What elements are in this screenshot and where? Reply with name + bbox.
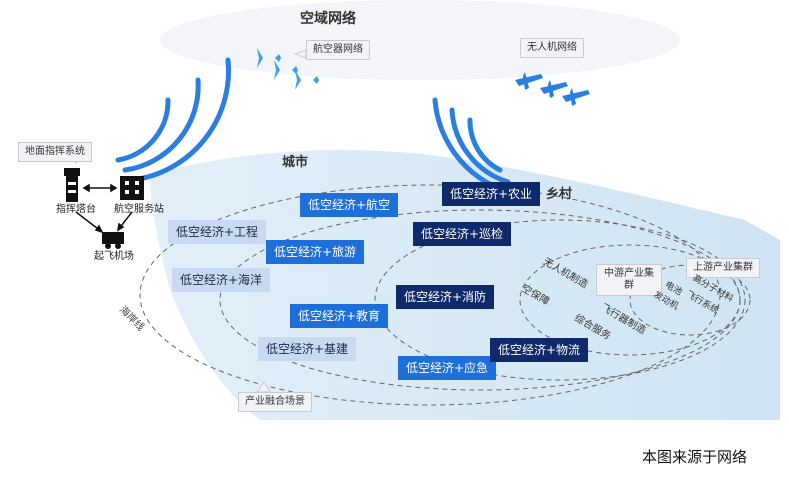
tile-firefighting: 低空经济+消防: [396, 285, 495, 310]
industry-scene-callout: 产业融合场景: [238, 392, 312, 412]
rural-label: 乡村: [546, 187, 573, 202]
sky-haze: [160, 0, 680, 80]
station-label: 航空服务站: [114, 204, 164, 215]
tile-tourism: 低空经济+旅游: [266, 240, 365, 265]
airport-icon: [102, 232, 124, 249]
signal-waves-left: [115, 57, 232, 183]
tile-logistics: 低空经济+物流: [490, 338, 589, 363]
drone-icons: [515, 72, 590, 106]
aircraft-network-callout: 航空器网络: [306, 40, 370, 60]
upstream-callout: 上游产业集群: [686, 258, 760, 278]
city-label: 城市: [282, 155, 309, 170]
tile-infrastructure: 低空经济+基建: [258, 337, 357, 362]
tile-emergency: 低空经济+应急: [398, 356, 497, 381]
tower-label: 指挥塔台: [56, 204, 96, 215]
tile-engineering: 低空经济+工程: [168, 220, 267, 245]
station-icon: [120, 176, 144, 200]
tile-inspection: 低空经济+巡检: [413, 222, 512, 247]
airspace-title: 空域网络: [300, 11, 356, 27]
ground-command-callout: 地面指挥系统: [18, 142, 92, 162]
zone-boundaries: [139, 184, 751, 406]
tile-aviation: 低空经济+航空: [300, 193, 399, 218]
source-note: 本图来源于网络: [642, 448, 748, 466]
drone-network-callout: 无人机网络: [520, 38, 584, 58]
aircraft-icons: [245, 48, 319, 90]
ground-arrows: [75, 183, 133, 234]
midstream-callout: 中游产业集群: [596, 264, 662, 296]
tile-marine: 低空经济+海洋: [172, 268, 271, 293]
tower-icon: [64, 168, 80, 202]
airport-label: 起飞机场: [94, 251, 134, 262]
tile-agriculture: 低空经济+农业: [442, 182, 541, 207]
tile-education: 低空经济+教育: [290, 304, 389, 329]
